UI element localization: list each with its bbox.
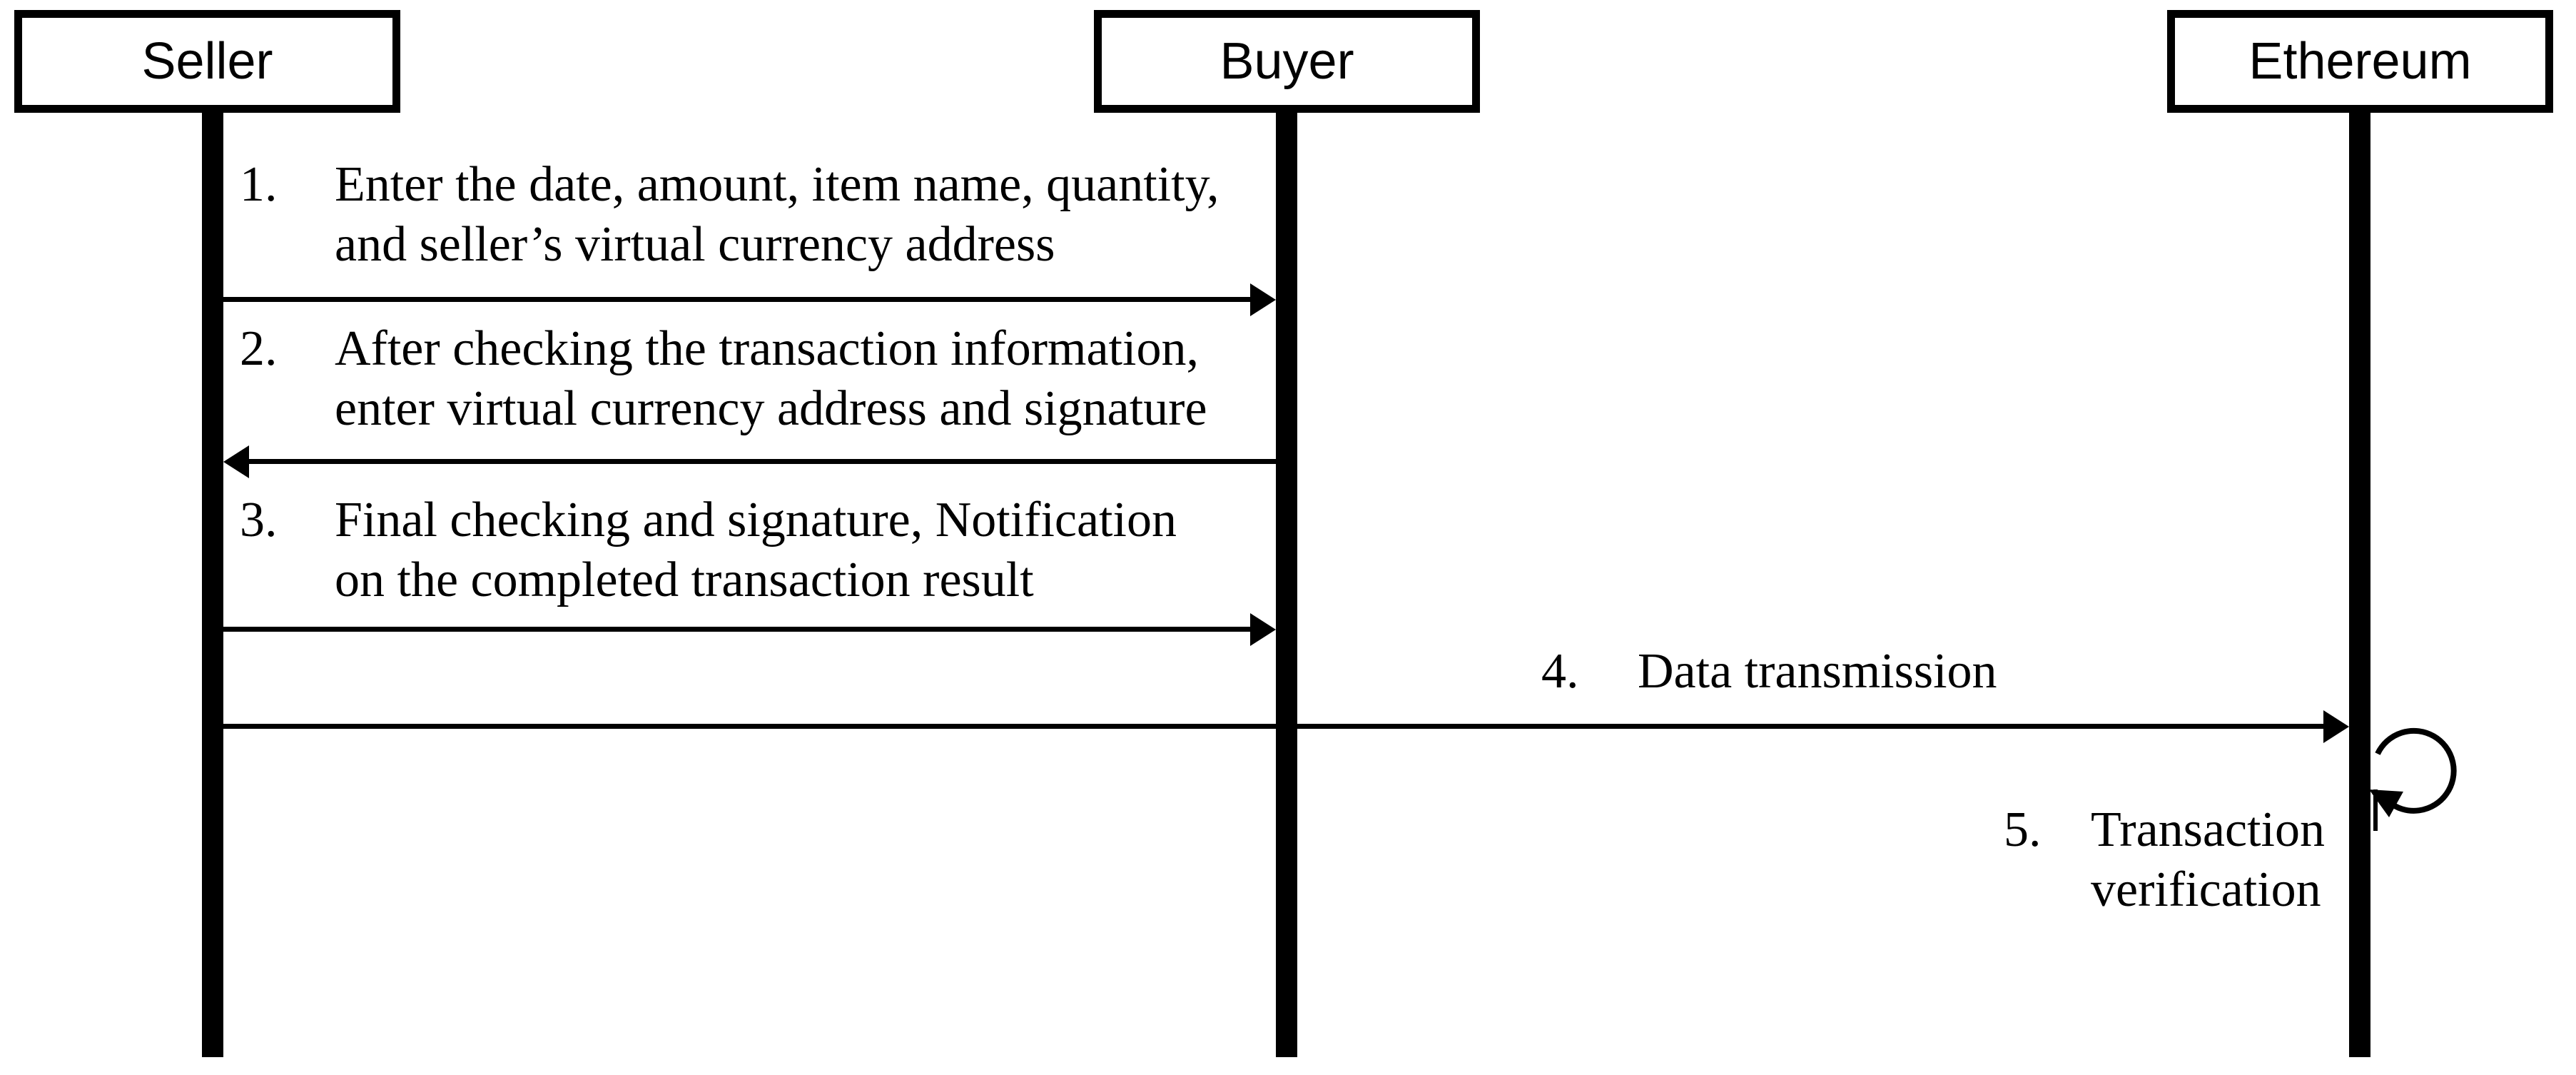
message-3-line-2: on the completed transaction result — [335, 552, 1034, 607]
message-1-line-2: and seller’s virtual currency address — [335, 217, 1055, 272]
message-3-number: 3. — [240, 493, 278, 547]
message-5-line-1: Transaction — [2091, 802, 2325, 857]
actor-label-seller: Seller — [141, 33, 273, 90]
message-4-text: Data transmission — [1638, 642, 1997, 702]
actor-box-ethereum: Ethereum — [2167, 10, 2553, 113]
message-1-number: 1. — [240, 157, 278, 212]
arrow-1-head-right-icon — [1250, 283, 1276, 316]
message-5: 5. Transaction verification — [2004, 800, 2325, 920]
arrow-3-line — [223, 627, 1252, 632]
arrow-2-head-left-icon — [223, 445, 249, 478]
message-2: 2. After checking the transaction inform… — [240, 319, 1207, 439]
message-5-text: Transaction verification — [2091, 800, 2325, 920]
arrow-3-head-right-icon — [1250, 613, 1276, 646]
message-1: 1. Enter the date, amount, item name, qu… — [240, 155, 1219, 275]
message-5-line-2: verification — [2091, 862, 2321, 917]
message-4-line-1: Data transmission — [1638, 644, 1997, 699]
arrow-4-line — [223, 724, 2324, 729]
message-2-line-2: enter virtual currency address and signa… — [335, 381, 1207, 436]
message-3: 3. Final checking and signature, Notific… — [240, 490, 1177, 610]
actor-box-buyer: Buyer — [1094, 10, 1480, 113]
message-2-line-1: After checking the transaction informati… — [335, 321, 1199, 376]
message-3-line-1: Final checking and signature, Notificati… — [335, 493, 1177, 547]
self-loop-icon — [2369, 727, 2457, 831]
message-5-number: 5. — [2004, 802, 2042, 857]
actor-box-seller: Seller — [14, 10, 400, 113]
message-1-line-1: Enter the date, amount, item name, quant… — [335, 157, 1219, 212]
message-2-number: 2. — [240, 321, 278, 376]
actor-label-buyer: Buyer — [1219, 33, 1354, 90]
message-3-text: Final checking and signature, Notificati… — [335, 490, 1177, 610]
lifeline-ethereum — [2349, 113, 2370, 1057]
message-4: 4. Data transmission — [1541, 642, 1997, 702]
arrow-1-line — [223, 297, 1252, 302]
message-2-text: After checking the transaction informati… — [335, 319, 1207, 439]
lifeline-buyer — [1276, 113, 1297, 1057]
message-4-number: 4. — [1541, 644, 1579, 699]
lifeline-seller — [202, 113, 223, 1057]
message-1-text: Enter the date, amount, item name, quant… — [335, 155, 1219, 275]
actor-label-ethereum: Ethereum — [2248, 33, 2472, 90]
arrow-2-line — [248, 459, 1276, 464]
arrow-4-head-right-icon — [2323, 710, 2349, 743]
